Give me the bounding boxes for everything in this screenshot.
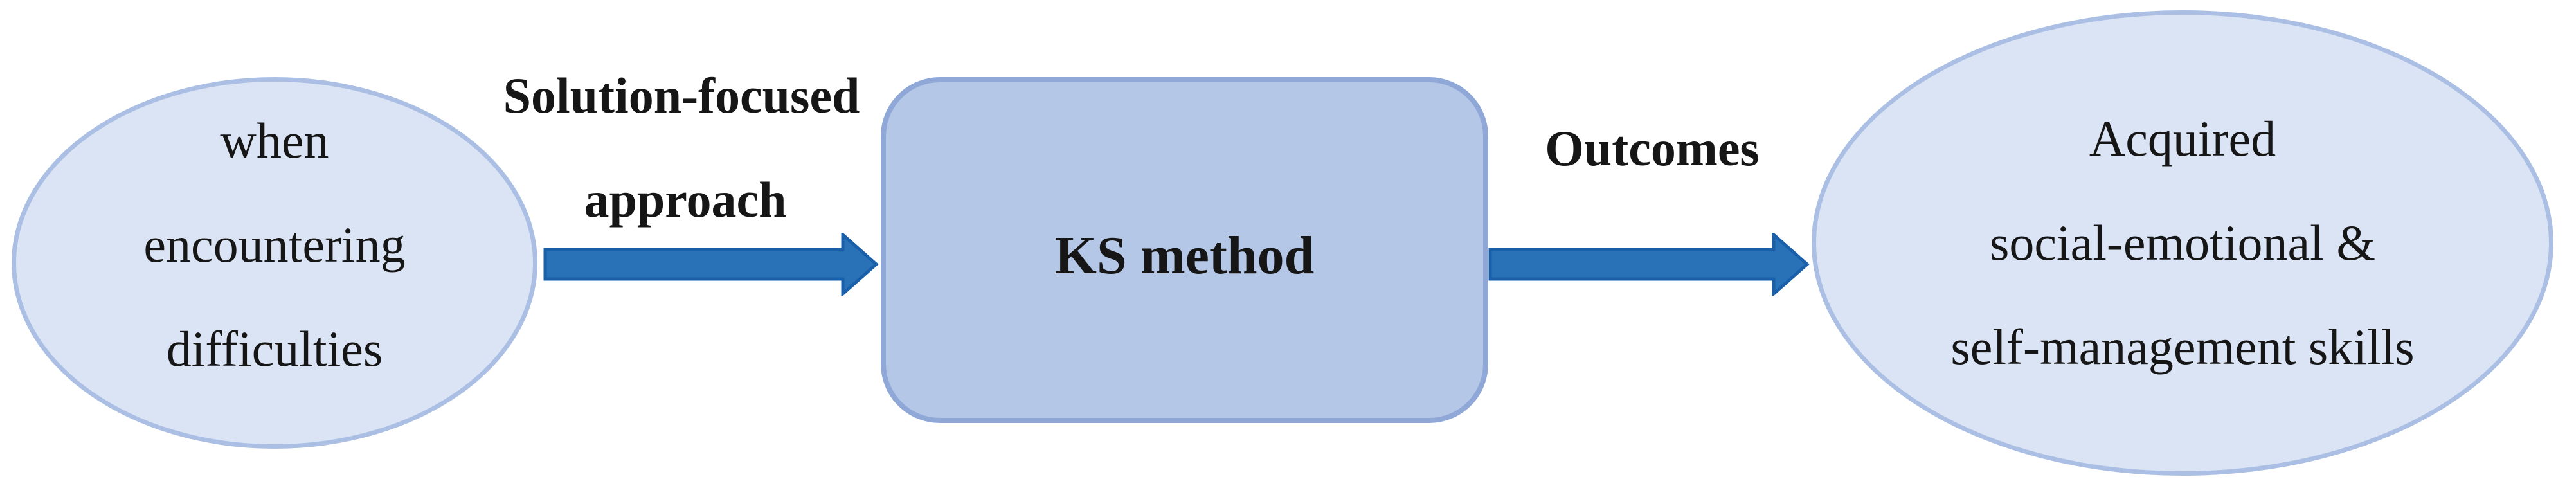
node-when-encountering-difficulties: when encountering difficulties [12, 77, 537, 449]
right-arrow-icon [1488, 233, 1810, 296]
node-line: when [220, 113, 329, 168]
node-acquired-skills: Acquired social-emotional & self-managem… [1812, 10, 2553, 476]
node-line: Acquired [2089, 111, 2276, 166]
node-line: difficulties [166, 321, 383, 377]
arrow-label-outcomes: Outcomes [1545, 120, 1760, 176]
node-line: encountering [143, 217, 406, 273]
arrow-label-approach: approach [584, 172, 787, 228]
node-title: KS method [1054, 225, 1315, 285]
node-line: social-emotional & [1989, 215, 2375, 271]
node-ks-method: KS method [881, 77, 1488, 423]
arrow-label-solution-focused: Solution-focused [503, 68, 860, 123]
right-arrow-icon [543, 233, 879, 296]
node-line: self-management skills [1950, 319, 2415, 375]
